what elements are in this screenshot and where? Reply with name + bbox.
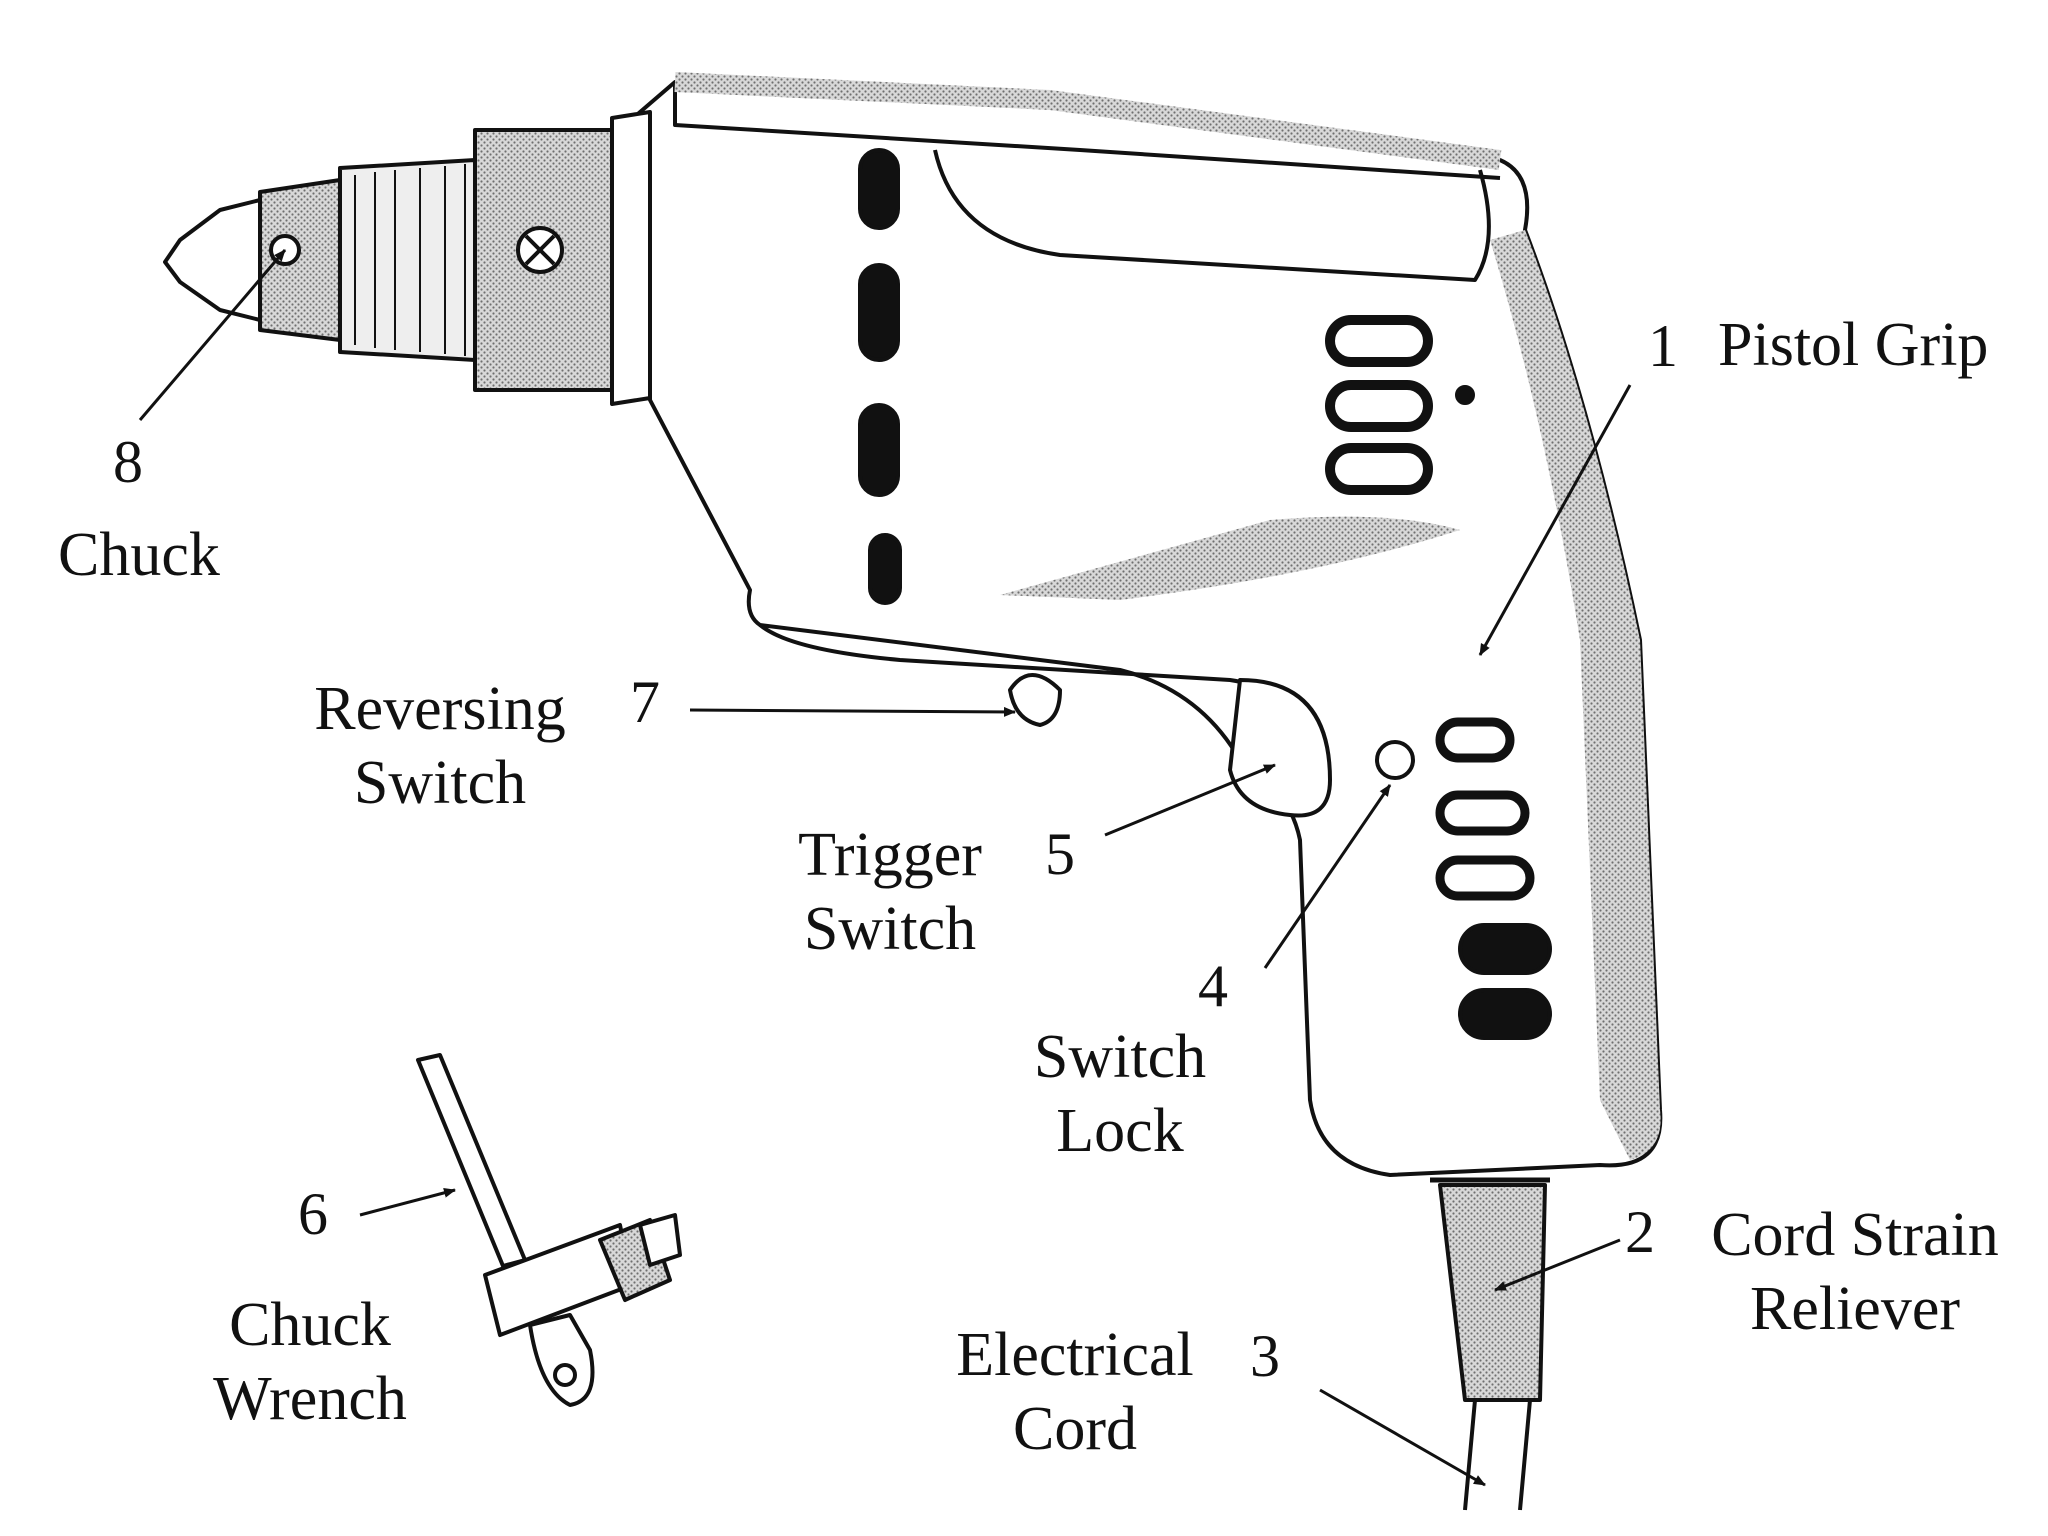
part-8-number: 8 [113,429,143,495]
part-7-number: 7 [630,669,660,735]
part-2-name: Cord Strain Reliever [1695,1198,2015,1346]
leader-6-chuck-wrench [359,1187,456,1217]
part-6-number: 6 [298,1181,328,1247]
part-5-name: Trigger Switch [775,818,1005,966]
part-3-name-line-2: Cord [1013,1395,1137,1463]
part-4-name-line-2: Lock [1056,1097,1184,1165]
part-4-name: Switch Lock [1020,1020,1220,1168]
part-6-name-line-2: Wrench [213,1365,407,1433]
part-4-name-line-1: Switch [1033,1023,1207,1091]
part-7-name: Reversing Switch [300,672,580,820]
part-3-number: 3 [1250,1323,1280,1389]
part-7-name-line-1: Reversing [314,675,566,743]
leader-4-switch-lock [1263,784,1392,969]
part-2-name-line-1: Cord Strain [1711,1201,1999,1269]
drill-body [163,72,1663,1511]
part-3-name: Electrical Cord [945,1318,1205,1466]
leader-5-trigger-switch [1104,763,1276,837]
part-5-name-line-1: Trigger [798,821,982,889]
leader-2-cord-strain-reliever [1494,1238,1621,1292]
leader-lines [138,249,1632,1487]
part-3-name-line-1: Electrical [956,1321,1194,1389]
leader-1-pistol-grip [1478,384,1632,656]
part-5-name-line-2: Switch [803,895,977,963]
part-2-number: 2 [1625,1199,1655,1265]
part-7-name-line-2: Switch [353,749,527,817]
part-2-name-line-2: Reliever [1749,1275,1960,1343]
leader-3-electrical-cord [1319,1388,1486,1487]
leader-8-chuck [138,249,287,421]
part-5-number: 5 [1045,821,1075,887]
part-6-name: Chuck Wrench [195,1288,425,1436]
part-6-name-line-1: Chuck [229,1291,391,1359]
part-8-name: Chuck [58,521,220,589]
part-4-number: 4 [1198,953,1228,1019]
leader-7-reversing-switch [689,706,1016,717]
chuck-wrench-illustration [416,1053,682,1407]
part-1-number: 1 [1648,313,1678,379]
part-1-name: Pistol Grip [1718,311,1989,379]
